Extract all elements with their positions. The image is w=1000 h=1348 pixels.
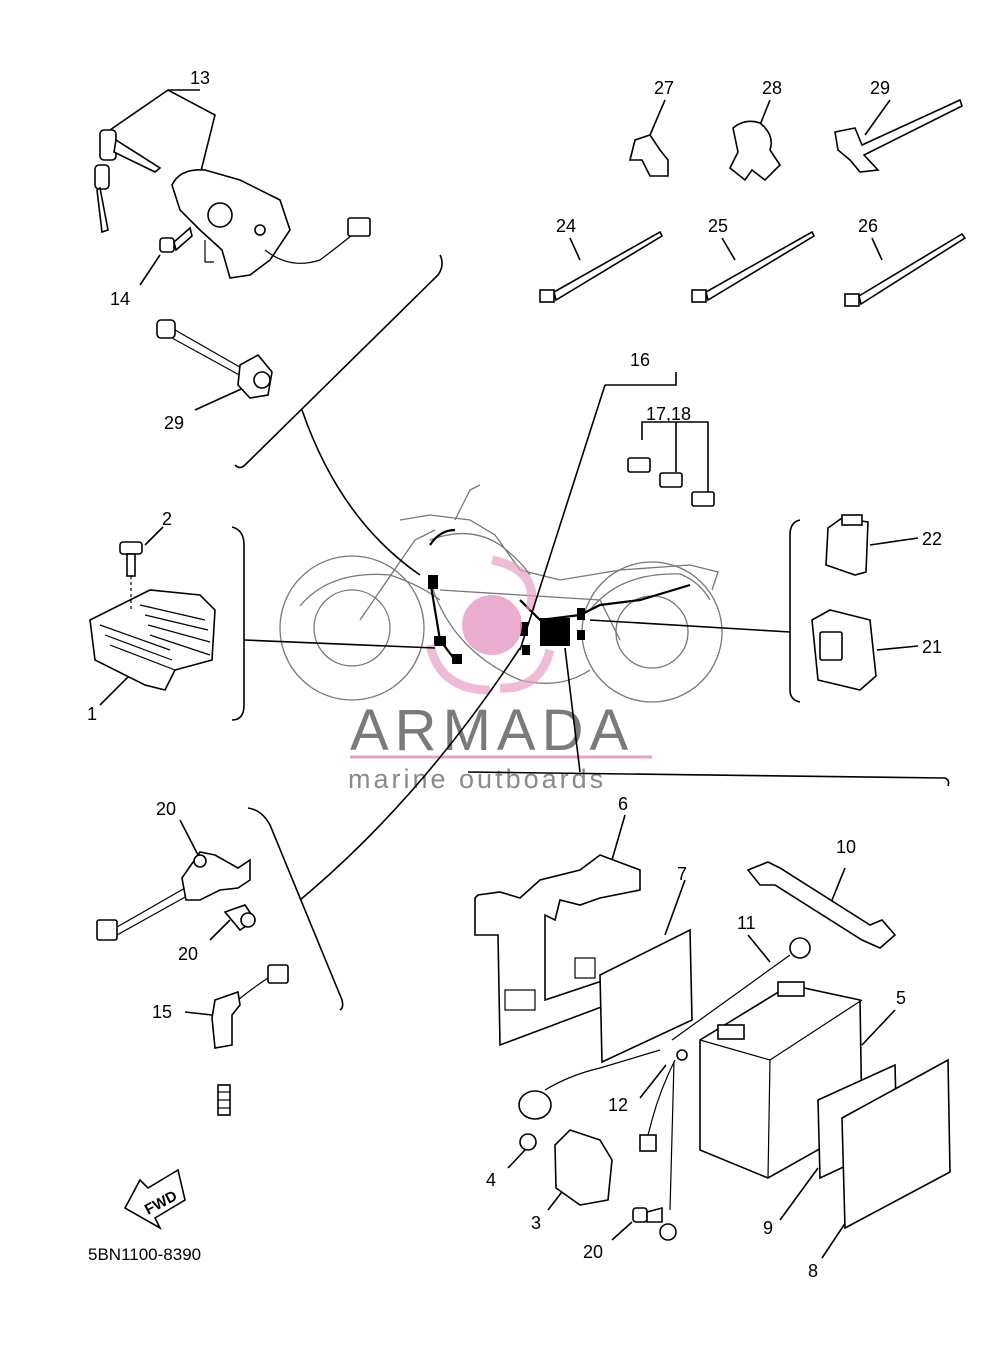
callout-2: 2 <box>162 509 172 529</box>
part-11-cable <box>518 934 811 1120</box>
callout-10: 10 <box>836 837 856 857</box>
part-20-screw-lower <box>611 1206 663 1241</box>
part-3-relay <box>547 1129 613 1211</box>
callout-22: 22 <box>922 529 942 549</box>
part-27-clamp <box>628 99 669 177</box>
callout-11: 11 <box>737 913 756 933</box>
callout-5: 5 <box>896 988 906 1008</box>
part-22-relay <box>825 514 919 576</box>
part-13-main-switch <box>94 89 371 279</box>
callout-20-upper: 20 <box>178 944 198 964</box>
watermark-brand: ARMADA <box>350 698 634 763</box>
callout-23: 29 <box>164 413 184 433</box>
callout-28: 28 <box>762 78 782 98</box>
callout-27: 27 <box>654 78 674 98</box>
callout-3: 3 <box>531 1213 541 1233</box>
callout-labels: 13 14 29 2 1 27 28 29 24 25 26 16 17,18 … <box>87 68 942 1281</box>
part-25-cable-tie <box>691 230 816 303</box>
part-14-screw <box>139 226 193 286</box>
part-10-strap <box>746 861 897 949</box>
callout-19: 20 <box>156 799 176 819</box>
callout-7: 7 <box>677 864 687 884</box>
callout-1: 1 <box>87 704 97 724</box>
part-23-switch <box>156 319 273 411</box>
callout-17-18: 17,18 <box>646 404 691 424</box>
callout-25: 25 <box>708 216 728 236</box>
part-8-pad <box>821 1058 951 1259</box>
callout-24: 24 <box>556 216 576 236</box>
part-16-17-18-fuses <box>605 372 715 507</box>
callout-8: 8 <box>808 1261 818 1281</box>
callout-20-lower: 20 <box>583 1242 603 1262</box>
callout-6: 6 <box>618 794 628 814</box>
part-28-clamp <box>728 99 782 182</box>
part-7-pad <box>599 879 693 1064</box>
part-21-relay <box>811 609 919 691</box>
group-brackets <box>231 254 950 1011</box>
part-15-switch <box>184 964 289 1116</box>
callout-29: 29 <box>870 78 890 98</box>
callout-9: 9 <box>763 1218 773 1238</box>
part-6-battery-bracket <box>474 814 641 1047</box>
watermark-logo <box>425 555 555 695</box>
callout-15: 15 <box>152 1002 172 1022</box>
callout-16: 16 <box>630 350 650 370</box>
diagram-code: 5BN1100-8390 <box>88 1245 201 1264</box>
part-20-screw-upper <box>209 904 257 941</box>
part-2-bolt <box>119 526 164 612</box>
callout-26: 26 <box>858 216 878 236</box>
part-12-cable <box>639 1049 688 1241</box>
watermark-tagline: marine outboards <box>348 764 606 794</box>
callout-4: 4 <box>486 1170 496 1190</box>
callout-12: 12 <box>608 1095 628 1115</box>
part-4-screw <box>507 1133 537 1169</box>
part-29-band <box>834 98 963 173</box>
callout-21: 21 <box>922 637 942 657</box>
part-26-cable-tie <box>844 232 967 307</box>
motorcycle-outline <box>279 484 723 703</box>
part-1-regulator <box>89 589 216 706</box>
part-24-cable-tie <box>539 230 664 303</box>
fwd-arrow: FWD <box>123 1168 186 1231</box>
part-19-sensor <box>96 819 251 941</box>
callout-14: 14 <box>110 289 130 309</box>
callout-13: 13 <box>190 68 210 88</box>
